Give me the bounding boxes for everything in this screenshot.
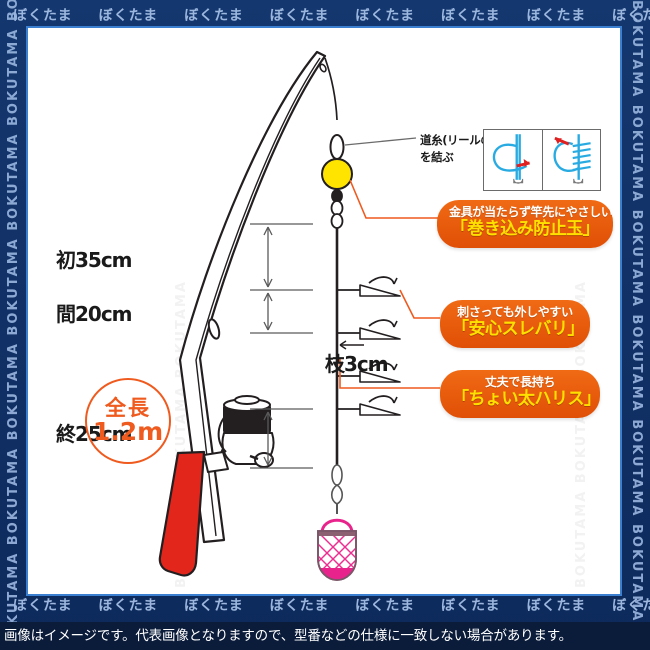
watermark-token: ぼくたま (440, 8, 501, 24)
measurement-label-branch: 枝3cm (325, 352, 389, 376)
watermark-token: ぼくたま (355, 8, 415, 24)
total-length-badge: 全長 1.2m (85, 378, 171, 464)
watermark-token: ぼくたま (526, 598, 587, 614)
watermark-token: ぼくたま (526, 8, 587, 24)
connector-sleeves (330, 189, 344, 229)
main-line (324, 57, 339, 468)
watermark-token: ぼくたま (13, 598, 73, 614)
spinning-reel (203, 395, 275, 473)
watermark-right-text: BOKUTAMA BOKUTAMA BOKUTAMA BOKUTAMA BOKU… (629, 0, 644, 650)
image-disclaimer-caption: 画像はイメージです。代表画像となりますので、型番などの仕様に一致しない場合があり… (0, 622, 650, 650)
watermark-token: ぼくたま (440, 598, 501, 614)
callout-anti-tangle-bead: 金具が当たらず竿先にやさしい 「巻き込み防止玉」 (437, 200, 613, 248)
watermark-token: ぼくたま (184, 8, 244, 24)
total-length-label: 全長 (105, 395, 151, 420)
callout-barbless-hook: 刺さっても外しやすい 「安心スレバリ」 (440, 300, 590, 348)
bait-cage-icon (317, 518, 357, 581)
anti-tangle-bead-icon (321, 158, 353, 190)
hook-2 (338, 319, 401, 340)
top-swivel-icon (329, 134, 345, 160)
callout-thick-leader: 丈夫で長持ち 「ちょい太ハリス」 (440, 370, 601, 418)
watermark-token: ぼくたま (98, 598, 159, 614)
total-length-value: 1.2m (92, 416, 164, 446)
callout-barbless-hook-main: 「安心スレバリ」 (452, 319, 585, 340)
watermark-token: ぼくたま (269, 598, 330, 614)
knot-step-1 (484, 130, 542, 190)
callout-barbless-hook-top: 刺さっても外しやすい (457, 305, 573, 319)
knot-step-2 (541, 130, 601, 190)
watermark-top-row: ぼくたまぼくたまぼくたまぼくたまぼくたまぼくたまぼくたまぼくたまぼくたまぼくたま (0, 2, 650, 28)
watermark-token: ぼくたま (612, 8, 650, 24)
callout-thick-leader-main: 「ちょい太ハリス」 (452, 389, 601, 410)
rig-illustration (158, 50, 440, 581)
measurement-label-spacing: 間20cm (56, 302, 133, 326)
fishing-rod (178, 50, 327, 544)
watermark-token: ぼくたま (98, 8, 159, 24)
branch-arrow (339, 340, 364, 350)
watermark-bottom-row: ぼくたまぼくたまぼくたまぼくたまぼくたまぼくたまぼくたまぼくたまぼくたまぼくたま (0, 592, 650, 618)
callout-anti-tangle-bead-top: 金具が当たらず竿先にやさしい (449, 205, 613, 219)
callout-anti-tangle-bead-main: 「巻き込み防止玉」 (450, 219, 600, 240)
knot-diagram-panels (483, 129, 601, 191)
callout-leaders (339, 179, 440, 389)
hook-1 (338, 276, 401, 297)
sabiki-hooks (338, 276, 401, 416)
measurement-label-first-drop: 初35cm (56, 248, 133, 272)
tie-note-line2: を結ぶ (420, 149, 454, 164)
watermark-token: ぼくたま (355, 598, 415, 614)
callout-thick-leader-top: 丈夫で長持ち (484, 375, 556, 389)
hook-3 (338, 362, 401, 383)
tie-note-leader (344, 137, 417, 146)
hook-4 (338, 395, 401, 416)
rod-grip (158, 450, 206, 577)
measurement-guides (250, 223, 313, 469)
watermark-token: ぼくたま (269, 8, 330, 24)
rod-ferrule-icon (207, 318, 221, 340)
watermark-token: ぼくたま (184, 598, 244, 614)
watermark-left-column: BOKUTAMA BOKUTAMA BOKUTAMA BOKUTAMA BOKU… (0, 0, 28, 650)
rod-tip-guide-icon (319, 63, 327, 73)
watermark-left-text: BOKUTAMA BOKUTAMA BOKUTAMA BOKUTAMA BOKU… (6, 0, 21, 650)
watermark-token: ぼくたま (13, 8, 73, 24)
watermark-token: ぼくたま (612, 598, 650, 614)
snap-swivel-icon (330, 464, 344, 514)
watermark-right-column: BOKUTAMA BOKUTAMA BOKUTAMA BOKUTAMA BOKU… (622, 0, 650, 650)
diagram-canvas: BOKUTAMA BOKUTAMA BOKUTAMA BOKUTAMA BOKU… (26, 26, 622, 596)
